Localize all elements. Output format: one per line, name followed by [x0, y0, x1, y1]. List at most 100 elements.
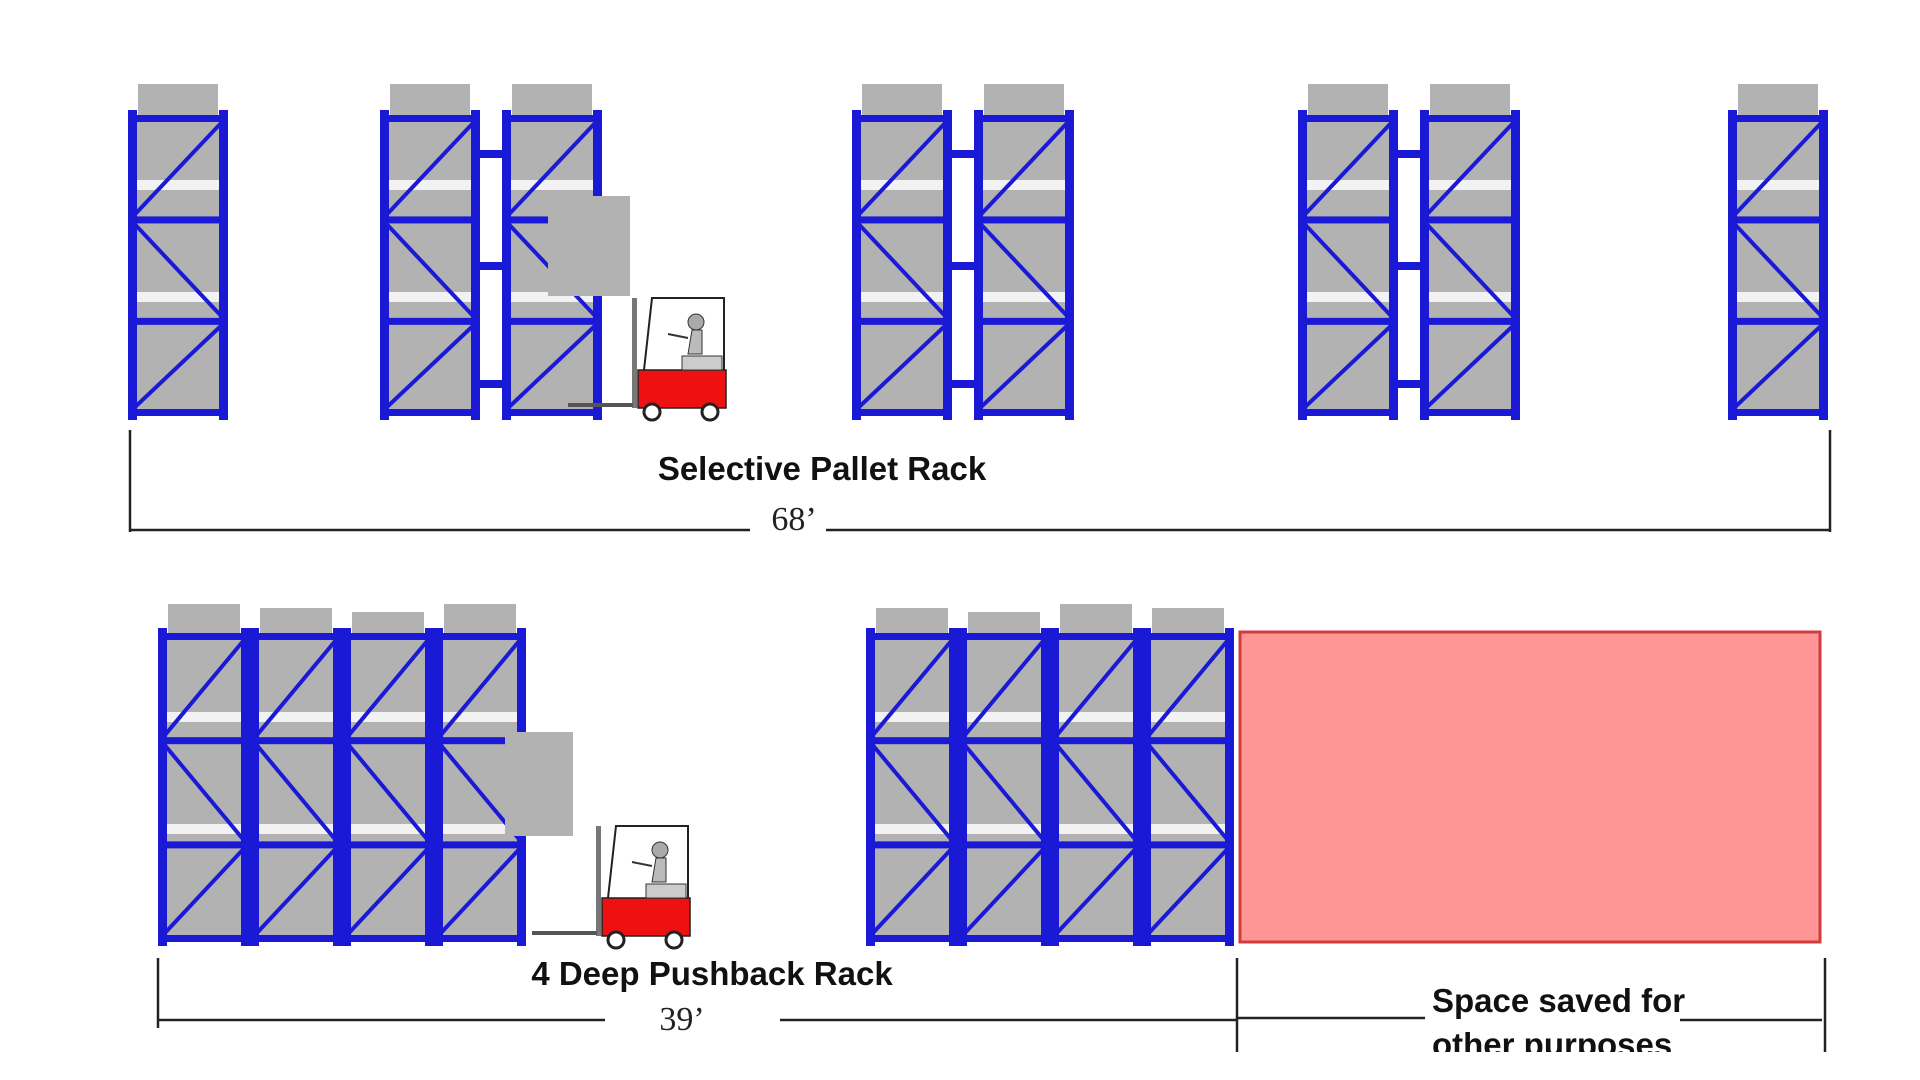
- shelf-gap: [134, 180, 222, 190]
- rack-beam: [128, 216, 228, 224]
- rack-brace: [978, 323, 1070, 410]
- rack-upright: [158, 628, 167, 946]
- rack-brace: [1424, 120, 1516, 217]
- rack-brace: [346, 742, 430, 842]
- rack-upright: [471, 110, 480, 420]
- rack-beam: [380, 216, 480, 224]
- rack-beam: [1142, 633, 1234, 640]
- rack-beam: [1420, 115, 1520, 122]
- shelf-gap: [1734, 292, 1822, 302]
- rack-upright: [974, 110, 983, 420]
- rack-brace: [254, 638, 338, 738]
- rack-brace: [438, 847, 522, 936]
- forklift-steering: [667, 333, 689, 339]
- rack-bay: [1420, 84, 1520, 420]
- rack-beam: [342, 633, 434, 640]
- rack-bay: [158, 604, 250, 946]
- rack-brace: [1732, 120, 1824, 217]
- rack-beam: [1298, 317, 1398, 325]
- rack-connector: [1398, 150, 1420, 158]
- rack-upright: [241, 628, 250, 946]
- rack-upright: [342, 628, 351, 946]
- rack-brace: [384, 323, 476, 410]
- rack-brace: [1732, 222, 1824, 319]
- rack-bay: [958, 612, 1050, 946]
- shelf-gap: [980, 180, 1068, 190]
- rack-brace: [1054, 742, 1138, 842]
- rack-beam: [158, 737, 250, 745]
- rack-brace: [1146, 742, 1230, 842]
- selective-dimension-line: [128, 430, 1832, 532]
- shelf-gap: [134, 292, 222, 302]
- rack-beam: [866, 737, 958, 745]
- rack-beam: [502, 409, 602, 416]
- rack-brace: [162, 638, 246, 738]
- rack-upright: [1728, 110, 1737, 420]
- rack-beam: [1728, 409, 1828, 416]
- rack-brace: [384, 120, 476, 217]
- rack-upright: [1050, 628, 1059, 946]
- shelf-gap: [1056, 824, 1136, 834]
- saved-space-area: [1238, 630, 1822, 944]
- rack-beam: [1420, 216, 1520, 224]
- rack-beam: [380, 409, 480, 416]
- forklift-wheel: [606, 930, 626, 950]
- rack-connector: [1398, 262, 1420, 270]
- rack-upright: [333, 628, 342, 946]
- rack-upright: [1065, 110, 1074, 420]
- pushback-rack-label: 4 Deep Pushback Rack: [531, 955, 893, 992]
- forklift-driver-body: [687, 329, 703, 355]
- rack-upright: [380, 110, 389, 420]
- forklift-seat: [681, 355, 723, 371]
- rack-beam: [1142, 935, 1234, 942]
- forklift-icon: [568, 297, 727, 422]
- rack-brace: [132, 120, 224, 217]
- rack-brace: [870, 742, 954, 842]
- shelf-gap: [164, 824, 244, 834]
- rack-beam: [958, 737, 1050, 745]
- rack-beam: [502, 317, 602, 325]
- rack-beam: [866, 935, 958, 942]
- forklift-body: [637, 369, 727, 409]
- shelf-gap: [348, 824, 428, 834]
- rack-beam: [1728, 115, 1828, 122]
- rack-beam: [852, 216, 952, 224]
- rack-brace: [1054, 847, 1138, 936]
- shelf-gap: [1734, 180, 1822, 190]
- rack-beam: [250, 633, 342, 640]
- shelf-gap: [1148, 712, 1228, 722]
- forklift-wheel: [664, 930, 684, 950]
- rack-beam: [250, 935, 342, 942]
- rack-connector: [480, 150, 502, 158]
- rack-brace: [856, 120, 948, 217]
- rack-brace: [1146, 638, 1230, 738]
- rack-brace: [1424, 323, 1516, 410]
- rack-beam: [342, 841, 434, 849]
- forklift-mast: [596, 826, 601, 936]
- rack-brace: [1732, 323, 1824, 410]
- shelf-gap: [858, 292, 946, 302]
- rack-upright: [1298, 110, 1307, 420]
- forklift-fork: [532, 931, 597, 935]
- shelf-gap: [164, 712, 244, 722]
- rack-beam: [1050, 633, 1142, 640]
- rack-beam: [1142, 737, 1234, 745]
- pushback-rack-section: 4 Deep Pushback Rack 39’ Space saved for…: [156, 604, 1827, 1052]
- rack-brace: [1302, 120, 1394, 217]
- rack-beam: [128, 115, 228, 122]
- shelf-gap: [1304, 180, 1392, 190]
- rack-beam: [1050, 935, 1142, 942]
- rack-brace: [870, 847, 954, 936]
- rack-beam: [974, 317, 1074, 325]
- rack-brace: [132, 323, 224, 410]
- rack-connector: [952, 262, 974, 270]
- shelf-gap: [1304, 292, 1392, 302]
- rack-upright: [1142, 628, 1151, 946]
- rack-beam: [958, 935, 1050, 942]
- selective-rack-frames: [128, 84, 1828, 420]
- forklift-wheel: [700, 402, 720, 422]
- rack-upright: [1819, 110, 1828, 420]
- rack-beam: [1298, 216, 1398, 224]
- shelf-gap: [1426, 292, 1514, 302]
- rack-brace: [346, 847, 430, 936]
